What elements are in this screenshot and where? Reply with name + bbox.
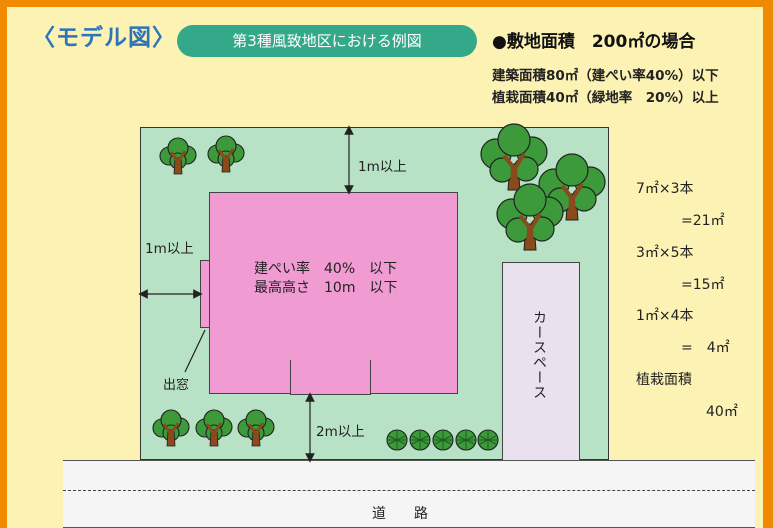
tree-icon bbox=[194, 408, 234, 448]
large-tree-icon bbox=[479, 122, 549, 192]
max-height-text: 最高高さ 10m 以下 bbox=[254, 280, 398, 296]
setback-left-label: 1m以上 bbox=[145, 241, 194, 257]
setback-bottom-label: 2m以上 bbox=[316, 424, 365, 440]
site-area-text: ●敷地面積 200㎡の場合 bbox=[492, 32, 696, 52]
calc-line-6: = 4㎡ bbox=[681, 340, 730, 356]
building-extension bbox=[290, 360, 371, 395]
shrub-icon bbox=[432, 429, 454, 451]
bay-window-label: 出窓 bbox=[163, 378, 190, 393]
calc-line-3: 3㎡×5本 bbox=[636, 245, 694, 261]
district-badge: 第3種風致地区における例図 bbox=[177, 25, 477, 57]
shrub-icon bbox=[386, 429, 408, 451]
calc-line-7: 植栽面積 bbox=[636, 372, 692, 388]
building-area-rule: 建築面積80㎡（建ぺい率40%）以下 bbox=[492, 68, 719, 84]
planting-area-rule: 植栽面積40㎡（緑地率 20%）以上 bbox=[492, 90, 719, 106]
road-center-line bbox=[63, 490, 755, 491]
shrub-icon bbox=[409, 429, 431, 451]
shrub-icon bbox=[477, 429, 499, 451]
setback-top-label: 1m以上 bbox=[358, 159, 407, 175]
page-title: 〈モデル図〉 bbox=[32, 25, 176, 51]
calc-line-1: 7㎡×3本 bbox=[636, 181, 694, 197]
calc-line-2: =21㎡ bbox=[681, 213, 725, 229]
road-label: 道路 bbox=[372, 506, 456, 522]
car-space-label: カースペース bbox=[531, 310, 547, 400]
coverage-ratio-text: 建ぺい率 40% 以下 bbox=[254, 261, 398, 277]
tree-icon bbox=[151, 408, 191, 448]
shrub-icon bbox=[455, 429, 477, 451]
bay-window-leader bbox=[184, 329, 206, 373]
calc-line-4: =15㎡ bbox=[681, 277, 725, 293]
tree-icon bbox=[206, 134, 246, 174]
calc-line-5: 1㎡×4本 bbox=[636, 308, 694, 324]
tree-icon bbox=[236, 408, 276, 448]
road bbox=[63, 460, 755, 528]
tree-icon bbox=[158, 136, 198, 176]
calc-line-8: 40㎡ bbox=[706, 404, 738, 420]
